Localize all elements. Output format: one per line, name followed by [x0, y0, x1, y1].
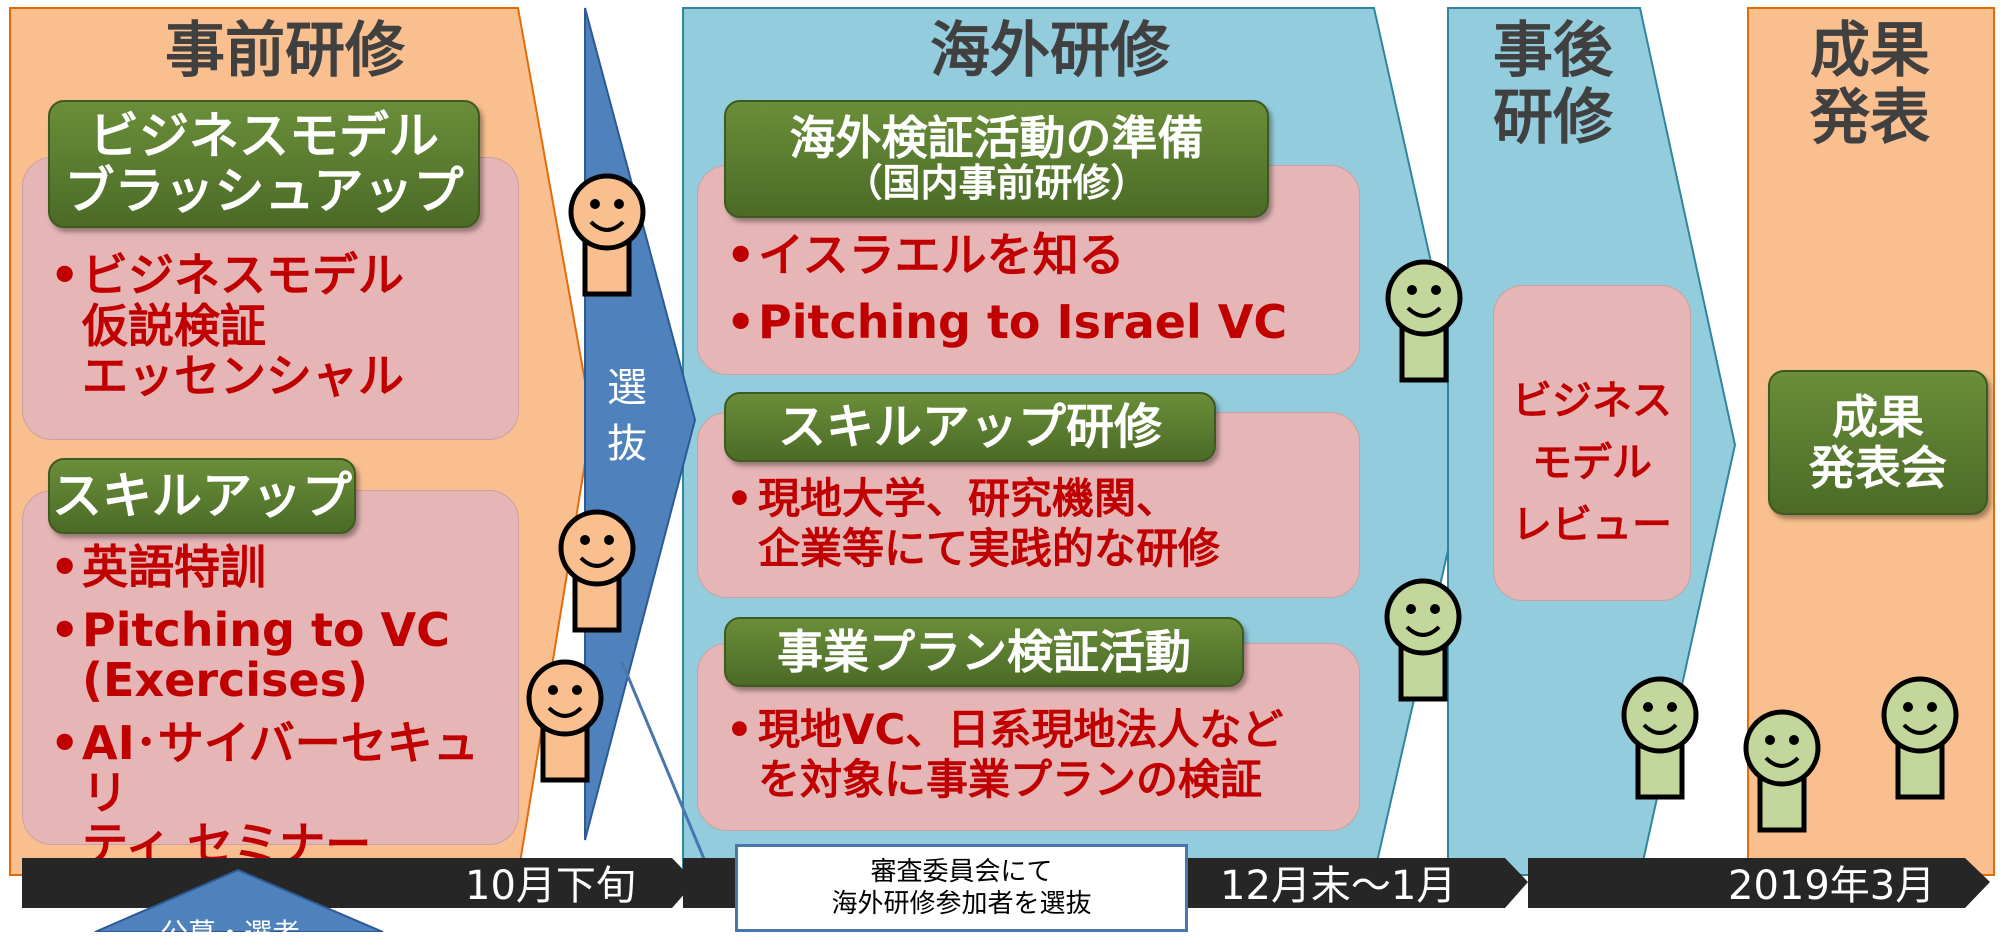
application-arrow-partial: [94, 868, 384, 932]
list-item: ビジネスモデル 仮説検証 エッセンシャル: [42, 250, 512, 402]
person-icon: [568, 173, 646, 297]
person-icon: [1743, 709, 1821, 833]
list-item: Pitching to VC (Exercises): [42, 604, 517, 706]
skillup-header: スキルアップ: [48, 458, 356, 534]
results-title: 成果 発表: [1810, 16, 1930, 154]
overseas-training-title: 海外研修: [930, 16, 1170, 86]
bm-brushup-list: ビジネスモデル 仮説検証 エッセンシャル: [42, 250, 512, 402]
person-icon: [1385, 259, 1463, 383]
results-event-box: 成果 発表会: [1768, 370, 1988, 515]
list-item: 現地VC、日系現地法人など を対象に事業プランの検証: [718, 705, 1358, 806]
plan-verification-list: 現地VC、日系現地法人など を対象に事業プランの検証: [718, 705, 1358, 806]
timeline-label-oct: 10月下旬: [465, 863, 636, 909]
person-icon: [526, 659, 604, 783]
person-icon: [1881, 676, 1959, 800]
bm-review-panel: [1493, 285, 1691, 601]
prep-header-title: 海外検証活動の準備: [789, 110, 1204, 165]
person-icon: [558, 509, 636, 633]
list-item: 現地大学、研究機関、 企業等にて実践的な研修: [718, 474, 1358, 575]
timeline-segment-3: [1528, 858, 1990, 908]
prep-header: 海外検証活動の準備 （国内事前研修）: [724, 100, 1269, 218]
prep-header-subtitle: （国内事前研修）: [844, 161, 1149, 206]
skillup-training-list: 現地大学、研究機関、 企業等にて実践的な研修: [718, 474, 1358, 575]
prep-list: イスラエルを知る Pitching to Israel VC: [718, 230, 1358, 347]
bm-brushup-header: ビジネスモデル ブラッシュアップ: [48, 100, 480, 228]
timeline-label-dec: 12月末～1月: [1220, 863, 1457, 909]
list-item: Pitching to Israel VC: [718, 296, 1358, 348]
list-item: 英語特訓: [42, 542, 517, 593]
timeline-label-mar: 2019年3月: [1728, 863, 1936, 909]
person-icon: [1621, 676, 1699, 800]
plan-verification-header: 事業プラン検証活動: [724, 617, 1244, 687]
callout-pointer: [620, 661, 714, 879]
training-program-diagram: 事前研修 海外研修 事後 研修 成果 発表 ビジネスモデル ブラッシュアップ ビ…: [0, 0, 2000, 932]
skillup-list: 英語特訓 Pitching to VC (Exercises) AI･サイバーセ…: [42, 542, 517, 870]
bm-review-label: ビジネス モデル レビュー: [1512, 378, 1672, 548]
people-layer: [526, 173, 1959, 833]
selection-callout: 審査委員会にて 海外研修参加者を選抜: [735, 844, 1188, 932]
pre-training-title: 事前研修: [165, 16, 405, 86]
person-icon: [1384, 578, 1462, 702]
selection-label: 選 抜: [607, 365, 647, 467]
skillup-training-header: スキルアップ研修: [724, 392, 1216, 462]
list-item: イスラエルを知る: [718, 230, 1358, 281]
post-training-title: 事後 研修: [1493, 16, 1613, 154]
